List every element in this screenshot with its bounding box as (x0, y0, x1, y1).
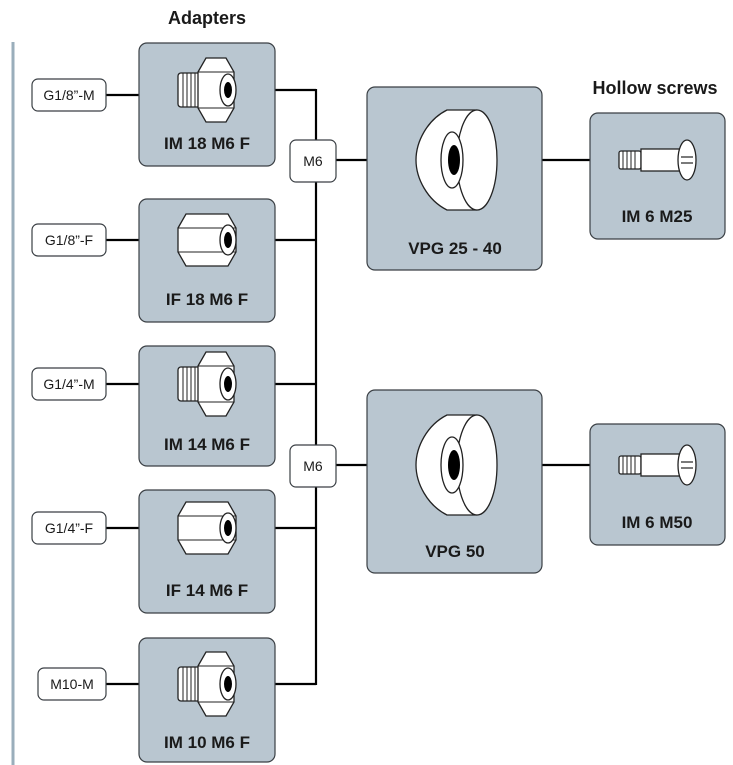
hollow-screw-card-m25: IM 6 M25 (589, 112, 726, 240)
female-adapter-icon (177, 501, 237, 555)
thread-tag-g14m: G1/4”-M (31, 367, 107, 401)
svg-text:IM 14 M6 F: IM 14 M6 F (164, 435, 250, 454)
suction-cup-icon (415, 414, 498, 516)
connector-m6-bottom: M6 (289, 444, 337, 488)
hollow-screw-card-m50: IM 6 M50 (589, 423, 726, 546)
svg-text:IM 10 M6 F: IM 10 M6 F (164, 733, 250, 752)
thread-tag-m10m: M10-M (37, 667, 107, 701)
svg-text:IM 6 M50: IM 6 M50 (622, 513, 693, 532)
adapter-card-if14: IF 14 M6 F (138, 489, 276, 614)
svg-text:G1/8”-F: G1/8”-F (45, 232, 93, 248)
svg-text:M6: M6 (303, 153, 323, 169)
female-adapter-icon (177, 213, 237, 267)
thread-tag-g14f: G1/4”-F (31, 511, 107, 545)
connector-m6-top: M6 (289, 139, 337, 183)
adapter-card-if18: IF 18 M6 F (138, 198, 276, 323)
adapter-card-im14: IM 14 M6 F (138, 345, 276, 467)
heading-hollow-screws: Hollow screws (592, 78, 717, 98)
svg-text:M10-M: M10-M (50, 676, 94, 692)
svg-text:IM 6 M25: IM 6 M25 (622, 207, 693, 226)
svg-text:IM 18 M6 F: IM 18 M6 F (164, 134, 250, 153)
svg-text:IF 14 M6 F: IF 14 M6 F (166, 581, 248, 600)
svg-text:VPG 25 - 40: VPG 25 - 40 (408, 239, 502, 258)
svg-text:IF 18 M6 F: IF 18 M6 F (166, 290, 248, 309)
thread-tag-g18m: G1/8”-M (31, 78, 107, 112)
svg-text:VPG 50: VPG 50 (425, 542, 485, 561)
adapter-card-im18: IM 18 M6 F (138, 42, 276, 167)
svg-text:G1/8”-M: G1/8”-M (43, 87, 94, 103)
heading-adapters: Adapters (168, 8, 246, 28)
svg-text:M6: M6 (303, 458, 323, 474)
suction-cup-icon (415, 109, 498, 211)
svg-text:G1/4”-F: G1/4”-F (45, 520, 93, 536)
thread-tag-g18f: G1/8”-F (31, 223, 107, 257)
adapter-card-im10: IM 10 M6 F (138, 637, 276, 763)
suction-cup-card-vpg50: VPG 50 (366, 389, 543, 574)
suction-cup-card-vpg2540: VPG 25 - 40 (366, 86, 543, 271)
svg-text:G1/4”-M: G1/4”-M (43, 376, 94, 392)
